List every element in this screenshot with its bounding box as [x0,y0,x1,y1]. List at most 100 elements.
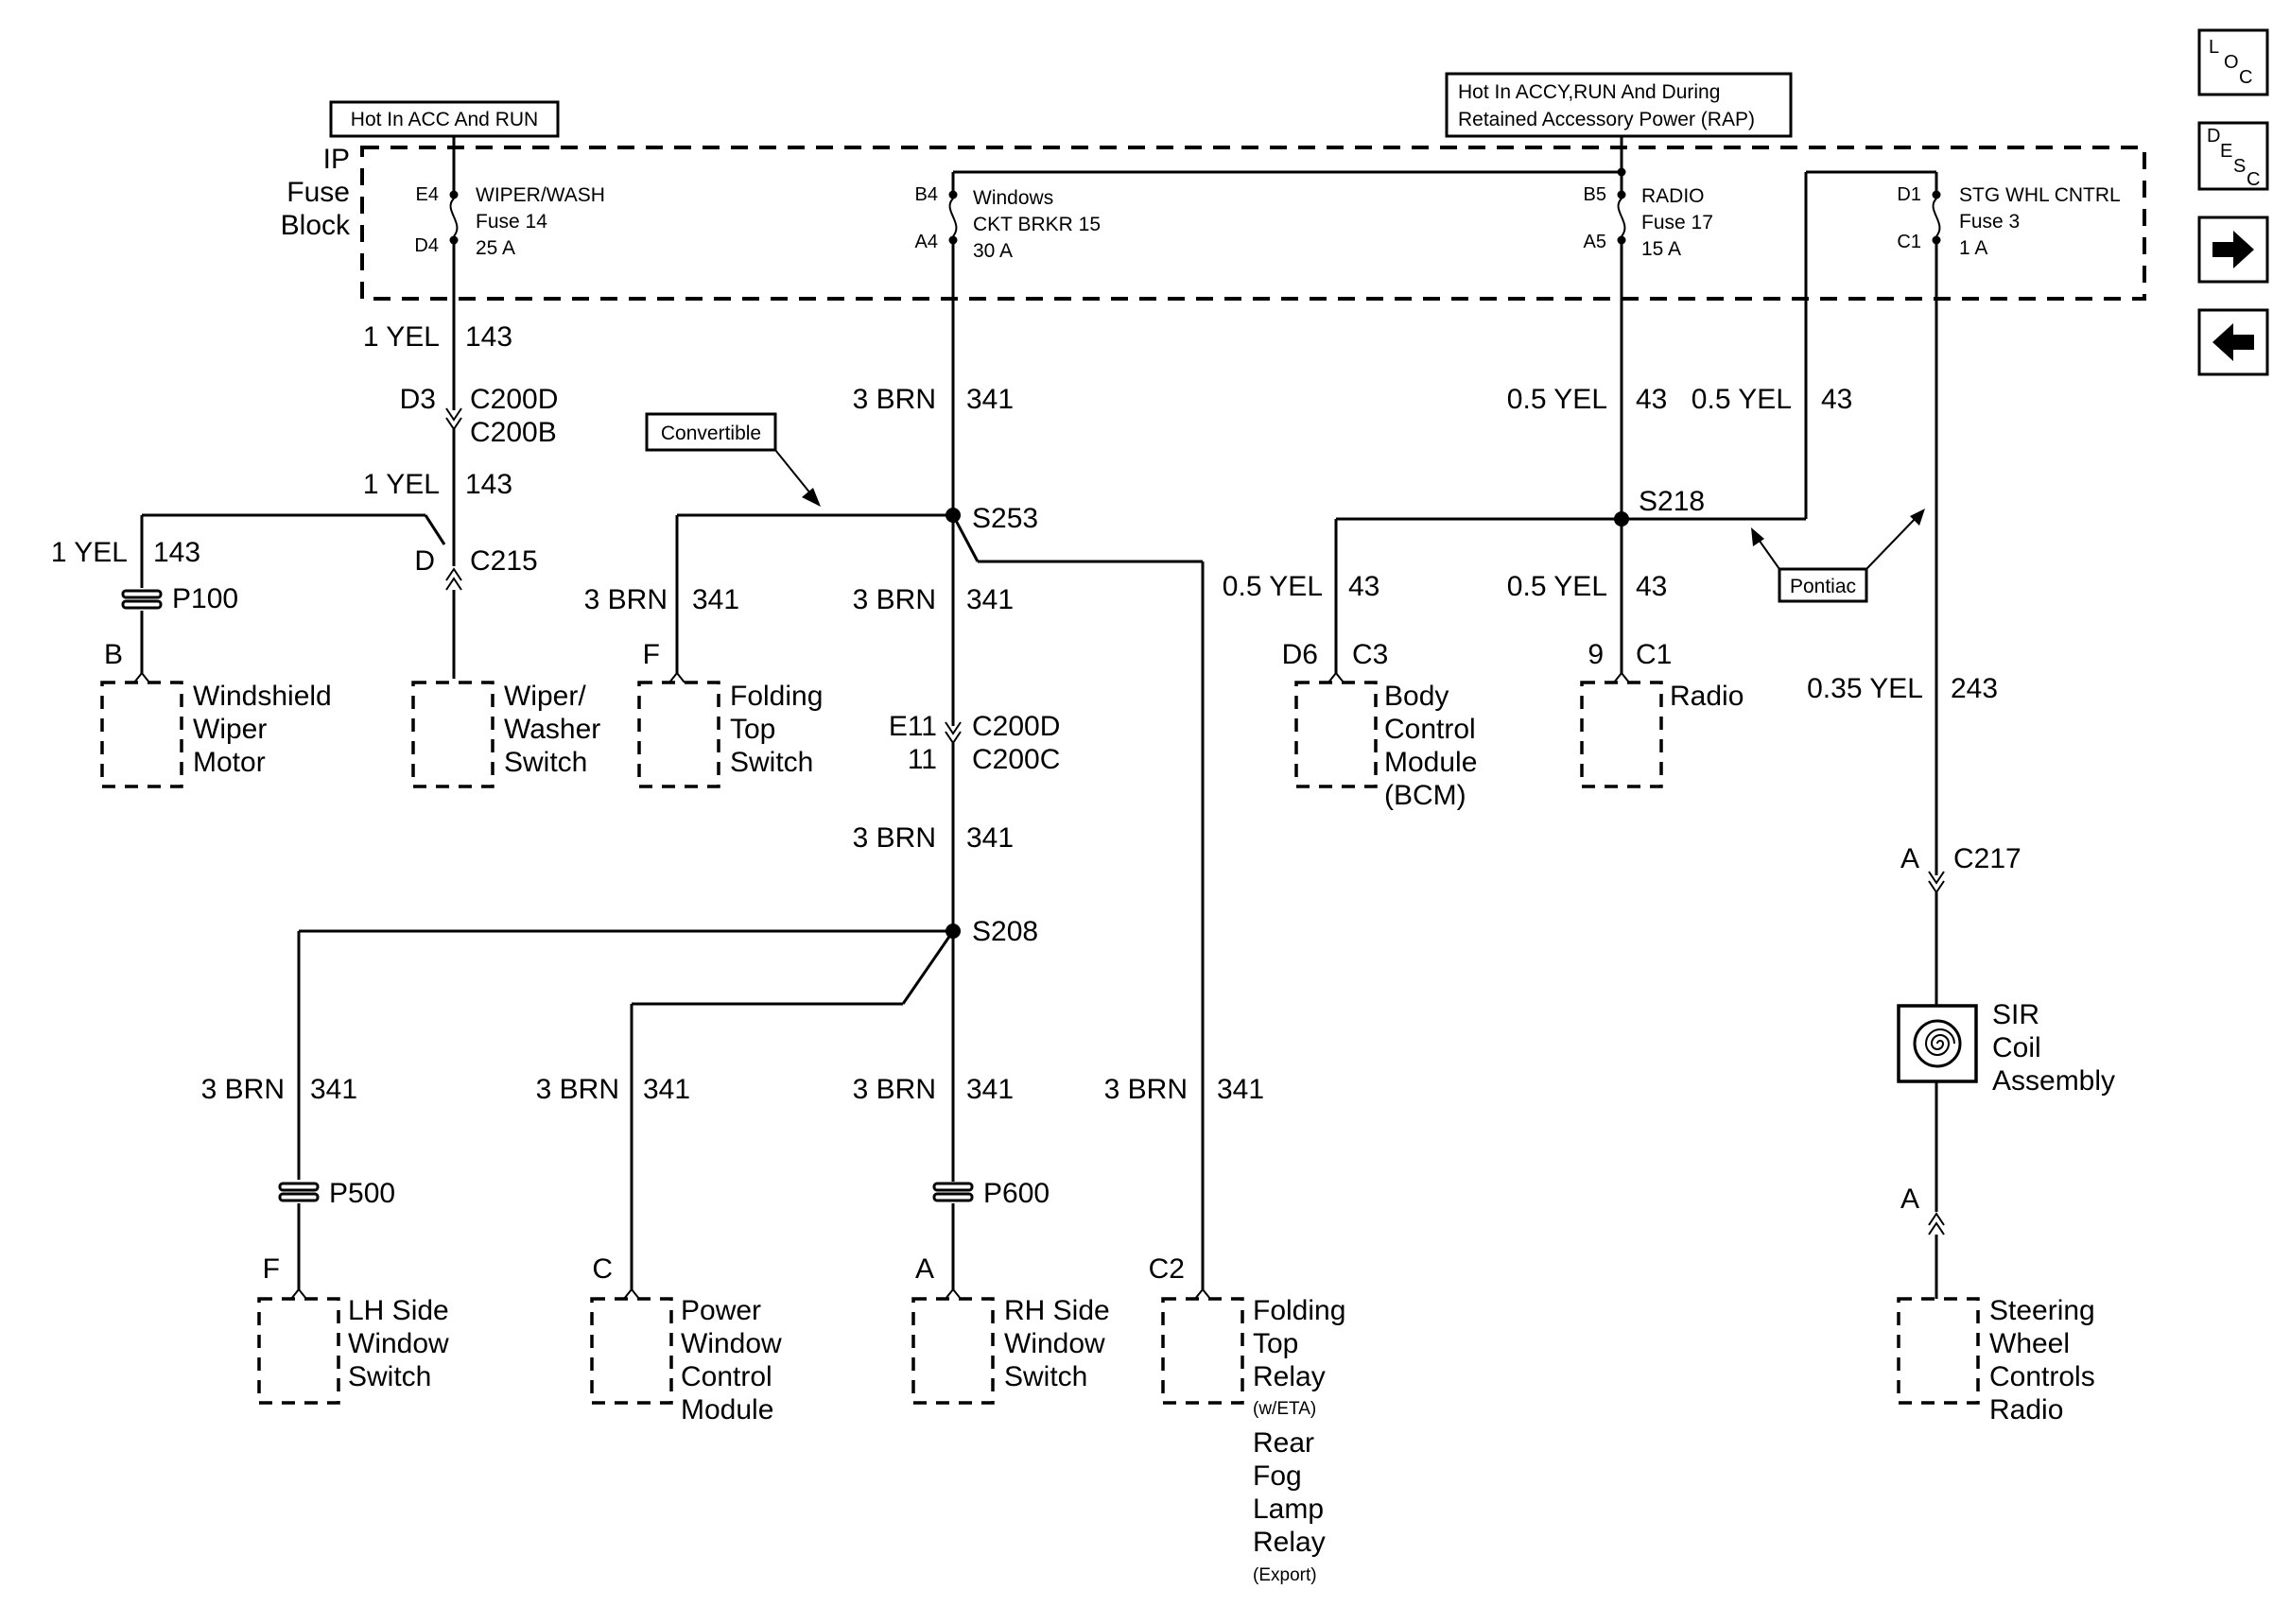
svg-text:Switch: Switch [504,747,587,778]
steering-wheel-controls-radio: Steering Wheel Controls Radio [1897,1295,2095,1425]
svg-text:D3: D3 [400,384,436,415]
svg-text:Washer: Washer [504,714,600,745]
svg-text:143: 143 [465,321,512,353]
svg-text:RADIO: RADIO [1641,185,1705,207]
fuse-wiper-wash: E4 D4 WIPER/WASH Fuse 14 25 A [414,136,605,259]
svg-text:C200B: C200B [470,417,557,448]
svg-text:STG WHL CNTRL: STG WHL CNTRL [1959,184,2121,206]
svg-text:341: 341 [966,584,1014,615]
rh-side-window-switch: RH Side Window Switch [911,1295,1110,1405]
svg-text:Lamp: Lamp [1253,1494,1324,1525]
fuse-radio: B5 A5 RADIO Fuse 17 15 A [1584,136,1713,260]
svg-text:D: D [2207,126,2220,147]
svg-text:Fog: Fog [1253,1460,1302,1492]
svg-text:A: A [1900,1183,1919,1215]
svg-text:243: 243 [1951,673,1998,704]
svg-text:Switch: Switch [348,1361,431,1392]
svg-text:Controls: Controls [1989,1361,2095,1392]
svg-text:341: 341 [966,822,1014,854]
svg-text:1 YEL: 1 YEL [363,469,440,500]
svg-text:P500: P500 [329,1178,395,1209]
svg-text:Window: Window [681,1328,782,1359]
svg-text:143: 143 [465,469,512,500]
svg-text:25 A: 25 A [476,237,515,259]
svg-text:F: F [643,639,660,670]
svg-text:B4: B4 [915,184,938,205]
svg-text:C: C [2247,169,2260,190]
location-button[interactable]: L O C [2197,28,2269,96]
hot-in-acc-run-label: Hot In ACC And RUN [329,100,560,138]
svg-text:Relay: Relay [1253,1527,1326,1558]
svg-text:341: 341 [966,384,1014,415]
svg-text:L: L [2209,37,2219,58]
svg-text:1 YEL: 1 YEL [51,537,128,568]
svg-text:(BCM): (BCM) [1384,780,1466,811]
svg-text:341: 341 [692,584,739,615]
svg-text:C200D: C200D [470,384,558,415]
svg-text:Fuse 17: Fuse 17 [1641,212,1713,233]
svg-text:A: A [915,1253,934,1285]
svg-text:Module: Module [1384,747,1477,778]
ip-fuse-block: IP Fuse Block [281,144,2146,301]
svg-text:0.35 YEL: 0.35 YEL [1807,673,1923,704]
svg-text:O: O [2224,52,2239,73]
svg-text:(w/ETA): (w/ETA) [1253,1399,1316,1419]
svg-text:3 BRN: 3 BRN [201,1074,285,1105]
previous-page-button[interactable] [2197,308,2269,376]
svg-text:0.5 YEL: 0.5 YEL [1692,384,1792,415]
svg-text:S218: S218 [1639,486,1705,517]
lh-side-window-switch: LH Side Window Switch [257,1295,449,1405]
svg-text:1 A: 1 A [1959,237,1987,259]
svg-text:Pontiac: Pontiac [1790,576,1856,597]
fuse-stg-whl-cntrl: D1 C1 STG WHL CNTRL Fuse 3 1 A [1806,170,2121,259]
fuse-block-label-1: IP [323,144,350,175]
svg-text:RH Side: RH Side [1004,1295,1110,1326]
svg-text:WIPER/WASH: WIPER/WASH [476,184,605,206]
svg-text:Top: Top [1253,1328,1298,1359]
svg-text:E11: E11 [889,711,937,742]
sir-coil-assembly: SIR Coil Assembly [1992,999,2115,1097]
svg-text:B: B [104,639,123,670]
svg-text:Fuse 3: Fuse 3 [1959,211,2020,233]
convertible-callout: Convertible [645,412,821,507]
svg-text:Wheel: Wheel [1989,1328,2070,1359]
svg-text:341: 341 [643,1074,690,1105]
svg-text:3 BRN: 3 BRN [584,584,668,615]
svg-text:C1: C1 [1897,232,1921,252]
svg-text:Assembly: Assembly [1992,1065,2115,1097]
svg-text:E: E [2220,141,2232,162]
svg-text:Hot In ACC And RUN: Hot In ACC And RUN [351,109,538,130]
svg-text:D: D [414,545,435,577]
windshield-wiper-motor: Windshield Wiper Motor [100,681,332,788]
folding-top-switch: Folding Top Switch [637,681,823,788]
svg-text:C: C [2239,67,2252,88]
svg-text:S208: S208 [972,916,1038,947]
svg-text:Windows: Windows [973,187,1053,209]
radio: Radio [1580,681,1744,788]
svg-text:Radio: Radio [1989,1394,2063,1425]
svg-text:D1: D1 [1897,184,1921,205]
svg-text:Switch: Switch [730,747,813,778]
svg-text:Windshield: Windshield [193,681,332,712]
svg-text:3 BRN: 3 BRN [853,1074,936,1105]
svg-text:C200C: C200C [972,744,1060,775]
svg-text:A5: A5 [1584,232,1606,252]
svg-text:S: S [2233,156,2246,177]
wiper-washer-switch: Wiper/ Washer Switch [411,681,600,788]
svg-text:C2: C2 [1149,1253,1185,1285]
svg-text:43: 43 [1348,571,1379,602]
svg-text:43: 43 [1636,571,1667,602]
svg-text:LH Side: LH Side [348,1295,449,1326]
svg-text:0.5 YEL: 0.5 YEL [1507,571,1607,602]
description-button[interactable]: D E S C [2197,121,2269,191]
svg-text:341: 341 [966,1074,1014,1105]
next-page-button[interactable] [2197,216,2269,284]
svg-text:341: 341 [1217,1074,1264,1105]
svg-text:Window: Window [1004,1328,1105,1359]
svg-text:0.5 YEL: 0.5 YEL [1223,571,1323,602]
svg-text:Window: Window [348,1328,449,1359]
svg-text:15 A: 15 A [1641,238,1681,260]
svg-text:Body: Body [1384,681,1449,712]
radio-circuit: 0.5 YEL 43 0.5 YEL 43 S218 0.5 YEL 43 0.… [1223,172,1852,683]
svg-text:Relay: Relay [1253,1361,1326,1392]
